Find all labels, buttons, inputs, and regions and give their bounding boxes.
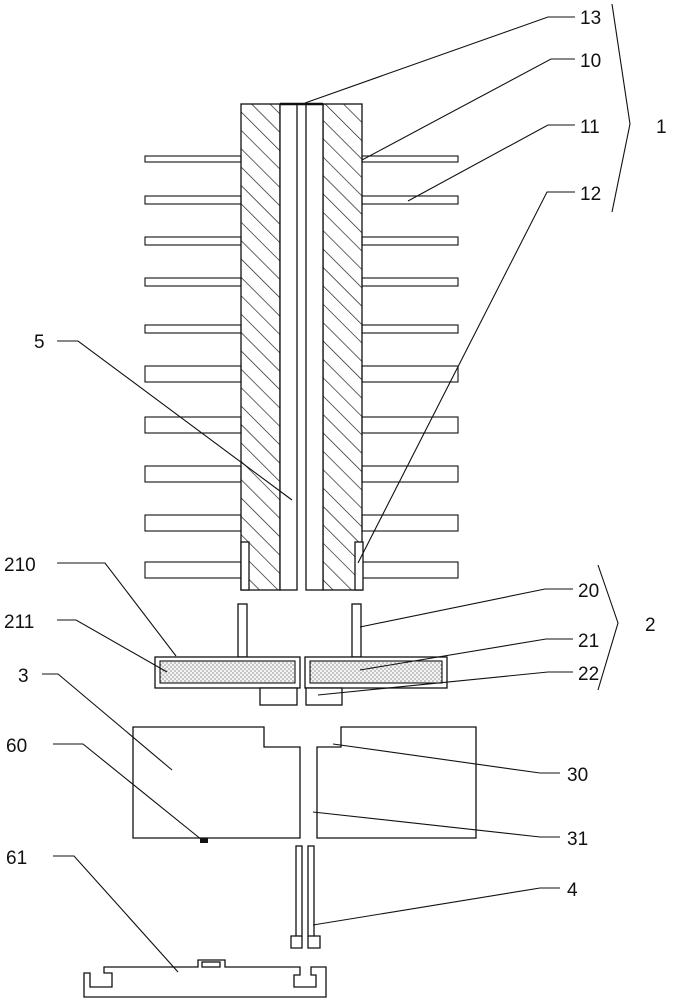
fin-left	[144, 195, 242, 205]
leader-61	[53, 855, 179, 973]
hatched-wall-left	[240, 103, 281, 591]
label-13: 13	[580, 8, 601, 29]
fin-right	[361, 324, 459, 334]
rail-profile	[83, 959, 327, 998]
fin-left	[144, 416, 242, 434]
fin-left	[144, 465, 242, 483]
label-4: 4	[567, 880, 578, 901]
lug-left	[259, 687, 298, 706]
hatched-wall-right	[322, 103, 363, 591]
label-22: 22	[578, 664, 599, 685]
label-31: 31	[567, 829, 588, 850]
clip-right	[354, 541, 364, 591]
leader-4	[312, 887, 560, 926]
leader-3	[42, 673, 173, 771]
heat-sink-fins-left	[144, 155, 242, 579]
leader-30	[332, 743, 560, 774]
leader-211	[57, 619, 168, 673]
fin-left	[144, 236, 242, 246]
heat-pipe-column	[240, 102, 364, 591]
post-right	[351, 603, 362, 658]
fin-right	[361, 236, 459, 246]
label-61: 61	[6, 848, 27, 869]
leader-21	[359, 638, 573, 671]
plate-right-fill	[309, 660, 443, 684]
label-211: 211	[4, 612, 34, 633]
label-2: 2	[645, 615, 656, 636]
block-right	[316, 726, 477, 839]
inner-tube-left	[279, 103, 298, 591]
leader-20	[359, 588, 573, 628]
label-210: 210	[4, 555, 36, 576]
mounting-block	[132, 726, 477, 843]
label-3: 3	[18, 666, 29, 687]
leader-31	[312, 811, 560, 838]
rail-stud	[201, 961, 221, 968]
label-10: 10	[580, 51, 601, 72]
pin-foot-left	[290, 935, 303, 949]
label-60: 60	[6, 736, 27, 757]
label-21: 21	[578, 631, 599, 652]
fin-right	[361, 277, 459, 287]
pin-right	[307, 845, 315, 937]
label-5: 5	[34, 332, 45, 353]
leader-12	[357, 191, 575, 564]
leader-11	[407, 124, 575, 202]
leader-lines	[42, 16, 575, 973]
reference-labels: 13 10 11 1 12 5 210 20 211 21 2 3 22 60 …	[4, 8, 667, 901]
leader-60	[53, 743, 203, 841]
brace-group-1	[611, 3, 631, 213]
fin-right	[361, 155, 459, 163]
pin-foot-right	[307, 935, 321, 949]
fin-left	[144, 324, 242, 334]
label-20: 20	[578, 581, 599, 602]
fin-left	[144, 365, 242, 383]
brace-group-2	[597, 564, 619, 691]
label-1: 1	[656, 117, 667, 138]
label-11: 11	[580, 117, 600, 138]
fin-right	[361, 465, 459, 483]
inner-tube-right	[305, 103, 324, 591]
leader-13	[304, 16, 575, 104]
fin-right	[361, 514, 459, 532]
clip-left	[240, 541, 250, 591]
plate-left-fill	[159, 660, 296, 684]
fin-right	[361, 416, 459, 434]
leader-210	[57, 562, 177, 657]
fin-left	[144, 155, 242, 163]
label-12: 12	[580, 184, 601, 205]
small-fastener	[200, 838, 208, 843]
leader-10	[361, 58, 575, 161]
block-left	[132, 726, 301, 839]
leader-5	[57, 340, 293, 501]
pin-left	[295, 845, 303, 937]
fin-right	[361, 365, 459, 383]
fin-right	[361, 561, 459, 579]
heat-sink-fins-right	[361, 155, 459, 579]
lug-right	[305, 687, 343, 706]
pin-connector	[290, 845, 321, 949]
leader-22	[317, 671, 573, 696]
label-30: 30	[567, 765, 588, 786]
rail-body	[83, 959, 327, 998]
base-assembly	[154, 603, 448, 706]
fin-left	[144, 561, 242, 579]
fin-left	[144, 277, 242, 287]
post-left	[237, 603, 248, 658]
fin-left	[144, 514, 242, 532]
